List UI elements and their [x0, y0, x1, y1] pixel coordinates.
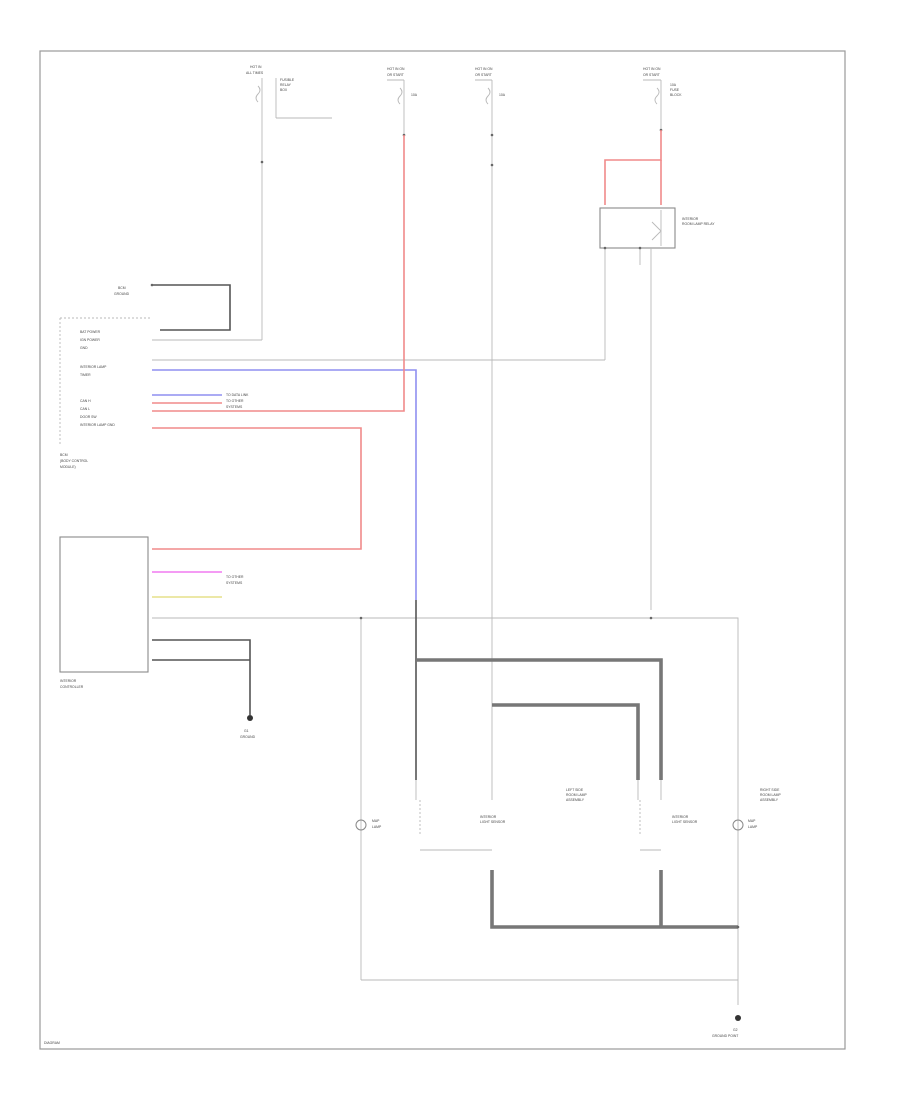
hot-sub-label: OR START — [475, 73, 492, 77]
lamp-label: MAP — [372, 819, 380, 823]
map-lamp-left: MAP LAMP — [355, 819, 382, 831]
controller-name: INTERIOR — [60, 679, 77, 683]
power-source-c: HOT IN ON OR START 10A — [475, 67, 506, 600]
ground-label: G2 — [733, 1028, 738, 1032]
ground-label: GROUND — [240, 735, 256, 739]
hot-sub-label: OR START — [643, 73, 660, 77]
fuse-desc-line: FUSIBLE — [280, 78, 295, 82]
hot-sub-label: ALL TIMES — [246, 71, 264, 75]
bcm-pin-label: DOOR SW — [80, 415, 97, 419]
bcm-to-label: TO DATA LINK — [226, 393, 249, 397]
sensor-label: LIGHT SENSOR — [480, 820, 506, 824]
assembly-label: LEFT SIDE — [566, 788, 584, 792]
bcm-pin-label: INTERIOR LAMP — [80, 365, 107, 369]
interior-room-lamp-relay: INTERIOR ROOM LAMP RELAY — [599, 130, 715, 610]
bcm-pin-label: IGN POWER — [80, 338, 100, 342]
assembly-label: ASSEMBLY — [566, 798, 585, 802]
assembly-label: RIGHT SIDE — [760, 788, 780, 792]
diagram-code: DIAGRAM — [44, 1041, 60, 1045]
bcm-ground-branch: BCM GROUND — [114, 283, 231, 331]
fuse-amp: 10A — [670, 83, 677, 87]
hot-sub-label: OR START — [387, 73, 404, 77]
fuse-desc-line: FUSE — [670, 88, 680, 92]
bcm-pin-label: TIMER — [80, 373, 91, 377]
room-lamp-assembly-right-label: RIGHT SIDE ROOM LAMP ASSEMBLY — [760, 788, 781, 802]
lamp-label: LAMP — [372, 825, 382, 829]
bcm-pin-label: CAN L — [80, 407, 90, 411]
bcm-name: BCM — [60, 453, 68, 457]
bcm-name: (BODY CONTROL — [60, 459, 88, 463]
hot-label: HOT IN ON — [643, 67, 661, 71]
lamp-label: MAP — [748, 819, 756, 823]
bcm-wiring: TO DATA LINK TO OTHER SYSTEMS — [152, 135, 605, 600]
fuse-desc-line: BOX — [280, 88, 288, 92]
ground-label: G1 — [244, 729, 249, 733]
ctrl-to-label: SYSTEMS — [226, 581, 243, 585]
assembly-label: ROOM LAMP — [760, 793, 781, 797]
relay-label: INTERIOR — [682, 217, 699, 221]
controller-name: CONTROLLER — [60, 685, 84, 689]
power-source-hot-at-all-times: HOT IN ALL TIMES FUSIBLE RELAY BOX — [246, 65, 332, 340]
diagram-frame — [39, 50, 846, 1050]
lamp-label: LAMP — [748, 825, 758, 829]
hot-label: HOT IN ON — [475, 67, 493, 71]
bcm-ground-label: BCM — [118, 286, 126, 290]
sensor-label: LIGHT SENSOR — [672, 820, 698, 824]
bcm-pin-label: CAN H — [80, 399, 91, 403]
interior-light-sensor-left: INTERIOR LIGHT SENSOR — [419, 800, 506, 851]
bcm-pin-label: INTERIOR LAMP GND — [80, 423, 115, 427]
fuse-amp: 10A — [411, 93, 418, 97]
lower-wiring — [359, 600, 740, 981]
bcm-to-label: SYSTEMS — [226, 405, 243, 409]
fuse-amp: 10A — [499, 93, 506, 97]
map-lamp-right: MAP LAMP — [732, 819, 758, 831]
fuse-desc-line: RELAY — [280, 83, 292, 87]
bcm-pin-label: BAT POWER — [80, 330, 101, 334]
power-source-d: HOT IN ON OR START 10A FUSE BLOCK — [643, 67, 682, 132]
bcm-to-label: TO OTHER — [226, 399, 244, 403]
relay-label: ROOM LAMP RELAY — [682, 222, 715, 226]
bcm-module: BAT POWER IGN POWER GND INTERIOR LAMP TI… — [59, 317, 150, 469]
fuse-desc-line: BLOCK — [670, 93, 682, 97]
hot-label: HOT IN ON — [387, 67, 405, 71]
assembly-label: ASSEMBLY — [760, 798, 779, 802]
ground-g2: G2 GROUND POINT — [712, 1015, 741, 1038]
ctrl-to-label: TO OTHER — [226, 575, 244, 579]
interior-controller: INTERIOR CONTROLLER TO OTHER SYSTEMS — [59, 536, 739, 1005]
interior-light-sensor-right: INTERIOR LIGHT SENSOR — [639, 800, 698, 851]
room-lamp-assembly-left-label: LEFT SIDE ROOM LAMP ASSEMBLY — [566, 788, 587, 802]
bcm-ground-label: GROUND — [114, 292, 130, 296]
assembly-label: ROOM LAMP — [566, 793, 587, 797]
bcm-name: MODULE) — [60, 465, 76, 469]
bcm-pin-label: GND — [80, 346, 88, 350]
ground-g1: G1 GROUND — [240, 715, 256, 739]
hot-label: HOT IN — [250, 65, 262, 69]
power-source-b: HOT IN ON OR START 10A — [387, 67, 418, 137]
sensor-label: INTERIOR — [480, 815, 497, 819]
ground-label: GROUND POINT — [712, 1034, 738, 1038]
sensor-label: INTERIOR — [672, 815, 689, 819]
